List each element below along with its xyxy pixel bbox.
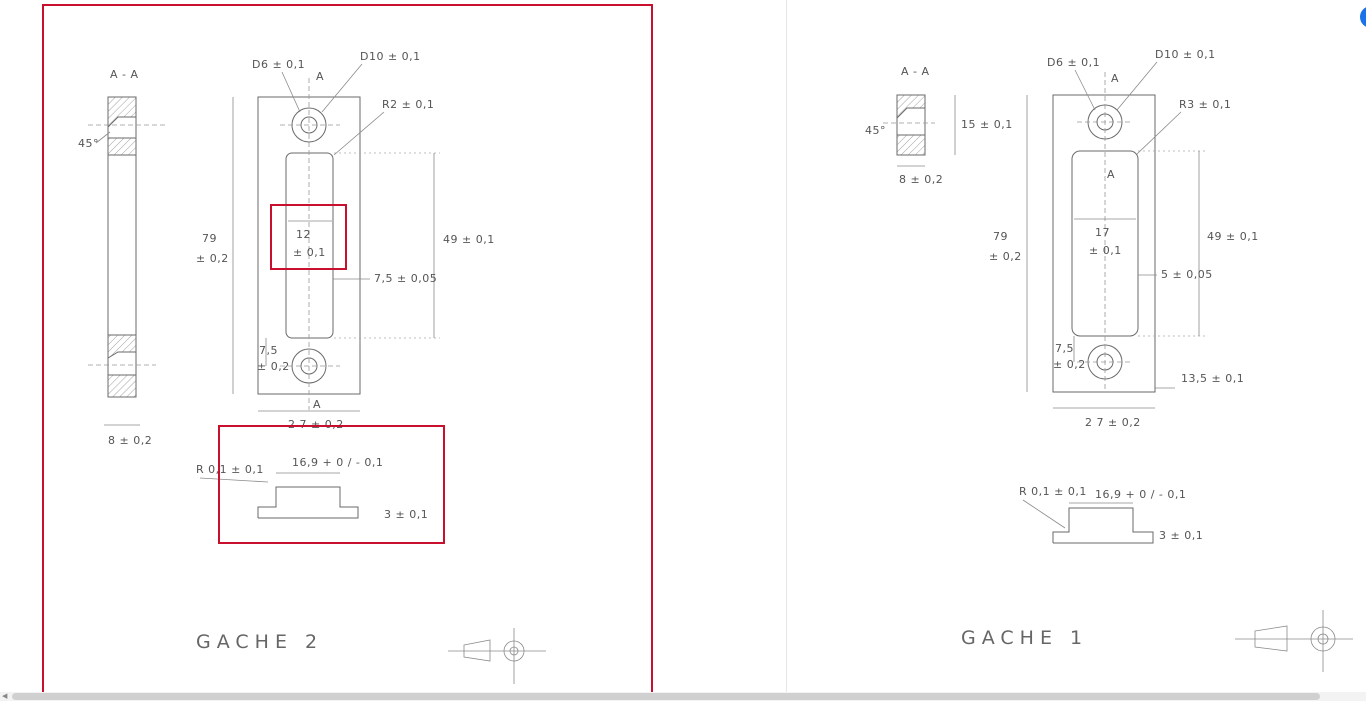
slot-width-tol: ± 0,1 [1089, 244, 1122, 257]
section-width-label: 8 ± 0,2 [108, 434, 152, 447]
drawing-gache-1: A - A 45° 15 ± 0,1 8 ± 0,2 D6 ± 0,1 [865, 48, 1353, 672]
page-title: GACHE 2 [196, 631, 323, 653]
width-main: 2 7 ± 0,2 [1085, 416, 1141, 429]
radius-label: R2 ± 0,1 [382, 98, 434, 111]
radius-label: R3 ± 0,1 [1179, 98, 1231, 111]
scrollbar-thumb[interactable] [12, 693, 1320, 700]
drawing-gache-2: A - A 45° 8 ± 0,2 D6 ± 0,1 [78, 50, 546, 684]
projection-symbol [448, 628, 546, 684]
hole-offset: 7,5 [259, 344, 278, 357]
page-title: GACHE 1 [961, 627, 1088, 649]
section-height: 15 ± 0,1 [961, 118, 1013, 131]
profile-shape [1052, 507, 1154, 544]
angle-leader [95, 131, 111, 144]
height-main: 79 [202, 232, 217, 245]
edge-offset: 13,5 ± 0,1 [1181, 372, 1244, 385]
d6-label: D6 ± 0,1 [1047, 56, 1100, 69]
slot-width: 12 [296, 228, 311, 241]
d6-leader [281, 71, 301, 113]
slot [285, 152, 334, 339]
profile-thickness: 3 ± 0,1 [1159, 529, 1203, 542]
hole-offset: 7,5 [1055, 342, 1074, 355]
page-separator [786, 0, 787, 692]
slot-offset: 5 ± 0,05 [1161, 268, 1213, 281]
section-hatch-bottom-2 [107, 374, 137, 398]
d10-label: D10 ± 0,1 [360, 50, 421, 63]
main-plate [1052, 94, 1156, 393]
section-hatch-top [107, 96, 137, 129]
slot-width: 17 [1095, 226, 1110, 239]
cut-a-top: A [1111, 72, 1119, 85]
height-main-tol: ± 0,2 [196, 252, 229, 265]
profile-radius-leader [1022, 499, 1066, 529]
highlight-profile [218, 425, 445, 544]
section-label: A - A [110, 68, 139, 81]
slot-height: 49 ± 0,1 [443, 233, 495, 246]
projection-symbol [1235, 610, 1353, 672]
height-main-tol: ± 0,2 [989, 250, 1022, 263]
profile-width: 16,9 + 0 / - 0,1 [1095, 488, 1186, 501]
slot-width-tol: ± 0,1 [293, 246, 326, 259]
slot-height: 49 ± 0,1 [1207, 230, 1259, 243]
angle-label: 45° [865, 124, 886, 137]
highlight-page [42, 4, 653, 698]
page-gache-1: A - A 45° 15 ± 0,1 8 ± 0,2 D6 ± 0,1 [787, 0, 1366, 692]
section-hatch-bottom-1 [107, 334, 137, 359]
slot-offset: 7,5 ± 0,05 [374, 272, 437, 285]
page-gache-2: A - A 45° 8 ± 0,2 D6 ± 0,1 [42, 4, 653, 698]
angle-label: 45° [78, 137, 99, 150]
highlight-slot-width [270, 204, 347, 270]
profile-radius-leader [199, 477, 269, 483]
section-hatch-top [896, 94, 926, 120]
cut-a-top: A [316, 70, 324, 83]
d10-leader [1116, 61, 1158, 111]
radius-leader [1136, 111, 1182, 155]
profile-width: 16,9 + 0 / - 0,1 [292, 456, 383, 469]
d10-label: D10 ± 0,1 [1155, 48, 1216, 61]
cut-a-bottom: A [313, 398, 321, 411]
section-width: 8 ± 0,2 [899, 173, 943, 186]
cut-a-bottom: A [1107, 168, 1115, 181]
radius-leader [333, 111, 385, 156]
hole-offset-tol: ± 0,2 [1053, 358, 1086, 371]
profile-radius: R 0,1 ± 0,1 [196, 463, 264, 476]
profile-thickness: 3 ± 0,1 [384, 508, 428, 521]
scroll-left-icon[interactable]: ◀ [2, 692, 8, 700]
width-main: 2 7 ± 0,2 [288, 418, 344, 431]
profile-radius: R 0,1 ± 0,1 [1019, 485, 1087, 498]
section-label: A - A [901, 65, 930, 78]
hole-offset-tol: ± 0,2 [257, 360, 290, 373]
floating-action-button[interactable] [1360, 6, 1366, 28]
d6-label: D6 ± 0,1 [252, 58, 305, 71]
section-hatch-mid [107, 137, 137, 156]
height-main: 79 [993, 230, 1008, 243]
d10-leader [321, 63, 363, 113]
d6-leader [1074, 69, 1096, 111]
profile-shape [257, 486, 359, 519]
horizontal-scrollbar[interactable]: ◀ [0, 692, 1366, 701]
section-hatch-bottom [896, 134, 926, 156]
